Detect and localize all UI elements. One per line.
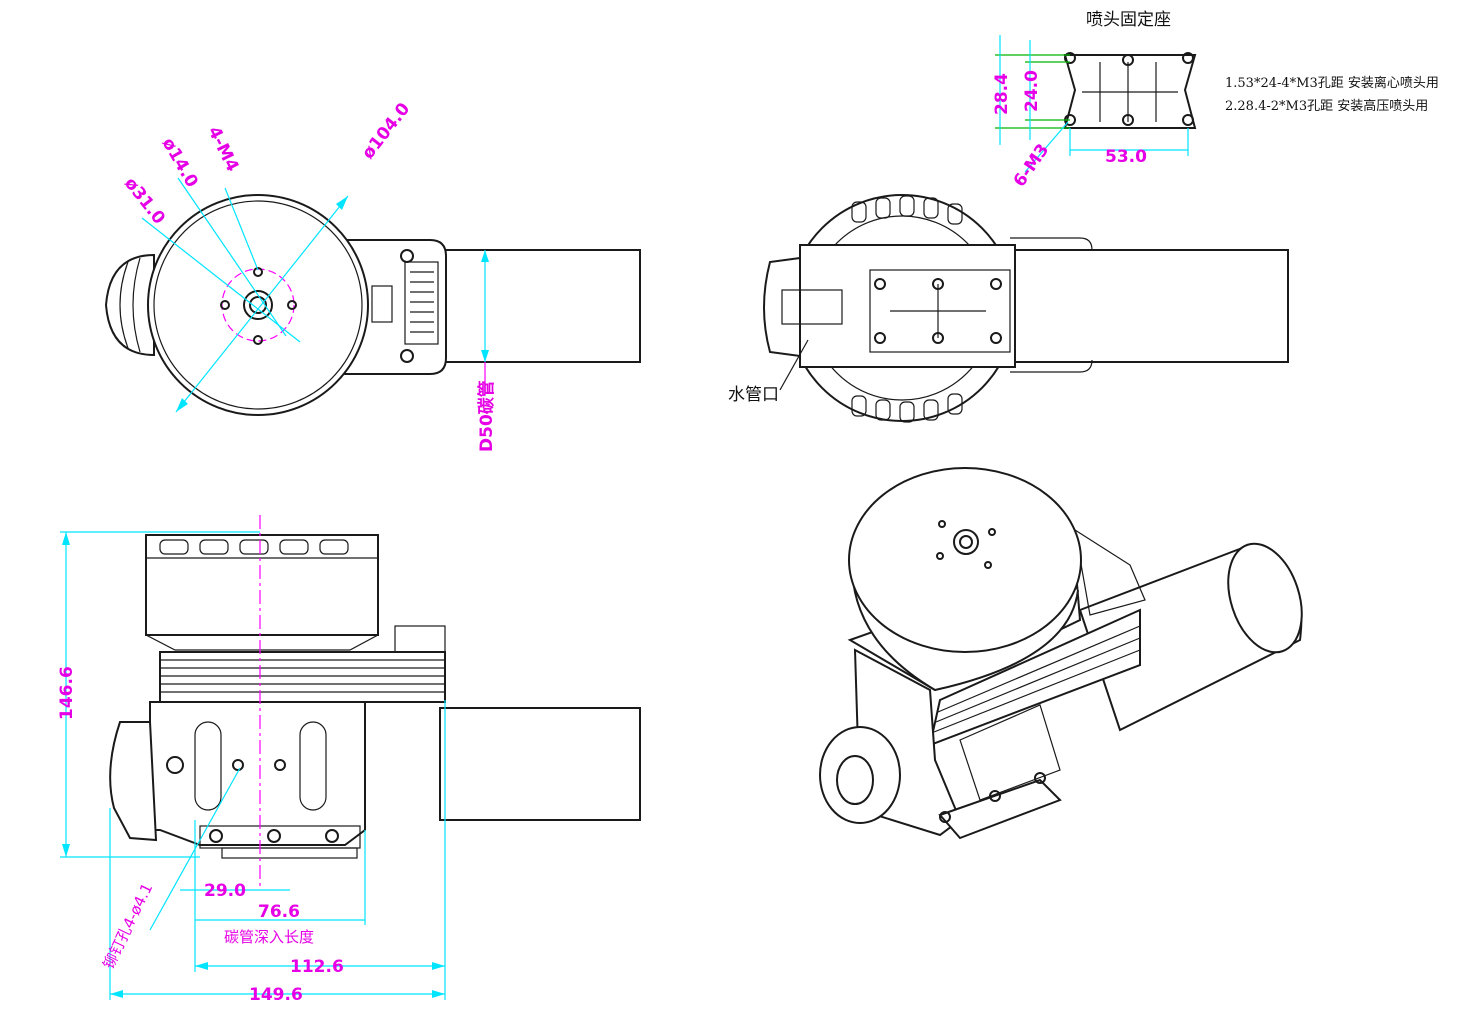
leader-rivet [149, 767, 241, 931]
label-water-inlet: 水管口 [728, 385, 779, 405]
m4-hole-icon [253, 335, 263, 345]
note-1: 1.53*24-4*M3孔距 安装离心喷头用 [1225, 75, 1439, 91]
nozzle-mount-view: 喷头固定座 28.4 24.0 53.0 6-M3 1.53*24-4*M3孔距… [992, 10, 1439, 191]
carbon-tube-side [439, 707, 641, 821]
motor-can-side [145, 534, 379, 636]
mount-plate-bottom [869, 269, 1011, 353]
leader-m4 [224, 187, 259, 271]
m4-hole-icon [287, 300, 297, 310]
screw-icon [209, 829, 223, 843]
motor-disk-top [147, 194, 369, 416]
body-side [149, 701, 366, 846]
dim-m4: 4-M4 [204, 123, 243, 175]
dim-28-4: 28.4 [992, 73, 1012, 115]
dim-149-6: 149.6 [249, 985, 303, 1005]
dim-24: 24.0 [1022, 70, 1042, 112]
motor-disk-inner [153, 200, 363, 410]
dim-insert-label: 碳管深入长度 [224, 928, 314, 946]
dim-29: 29.0 [204, 881, 246, 901]
slot-right [299, 721, 327, 811]
nozzle-side [109, 721, 158, 842]
leader-d104 [175, 195, 349, 413]
leader-d31 [141, 217, 301, 343]
dim-rivet: 铆钉孔4-ø4.1 [99, 880, 156, 971]
rivet-hole-icon [232, 759, 244, 771]
top-view: ø104.0 ø31.0 ø14.0 4-M4 D50碳管 [104, 99, 641, 452]
screw-icon [939, 811, 951, 823]
mount-plate-iso [938, 778, 1062, 840]
side-view: 146.6 29.0 76.6 碳管深入长度 112.6 149.6 铆钉孔4-… [57, 515, 641, 1005]
leader-m3 [1024, 121, 1069, 173]
housing-top [344, 239, 447, 375]
m3-hole-icon [1122, 114, 1134, 126]
m4-hole-icon [220, 300, 230, 310]
dim-d14: ø14.0 [158, 135, 202, 192]
carbon-tube-top [439, 249, 641, 363]
heatsink-top [404, 261, 439, 345]
m4-hole-icon [253, 267, 263, 277]
vent-ring [851, 195, 963, 423]
dim-53: 53.0 [1105, 147, 1147, 167]
dim-112-6: 112.6 [290, 957, 344, 977]
m3-hole-icon [1122, 54, 1134, 66]
leader-water [779, 339, 809, 391]
screw-icon [989, 790, 1001, 802]
screw-icon [1034, 772, 1046, 784]
dim-6-m3: 6-M3 [1010, 140, 1054, 190]
dim-height: 146.6 [57, 666, 77, 720]
nozzle-iso [819, 726, 901, 824]
leader-d14 [177, 177, 287, 337]
screw-icon [400, 349, 414, 363]
nozzle-mount-title: 喷头固定座 [1086, 10, 1171, 30]
rivet-hole-icon [274, 759, 286, 771]
bottom-view: 水管口 [728, 194, 1289, 423]
isometric-view [819, 467, 1303, 840]
slot-left [194, 721, 222, 811]
dim-tube: D50碳管 [476, 380, 497, 452]
body-plate-bottom [799, 244, 1016, 368]
screw-icon [400, 249, 414, 263]
dim-d104: ø104.0 [358, 99, 414, 163]
motor-top-iso [848, 467, 1082, 653]
nozzle-top [104, 253, 155, 357]
m3-hole-icon [1182, 52, 1194, 64]
screw-icon [325, 829, 339, 843]
m3-hole-icon [1182, 114, 1194, 126]
note-2: 2.28.4-2*M3孔距 安装高压喷头用 [1225, 98, 1428, 114]
dim-76-6: 76.6 [258, 902, 300, 922]
screw-icon [267, 829, 281, 843]
carbon-tube-bottom [1009, 249, 1289, 363]
m3-hole-icon [1064, 52, 1076, 64]
